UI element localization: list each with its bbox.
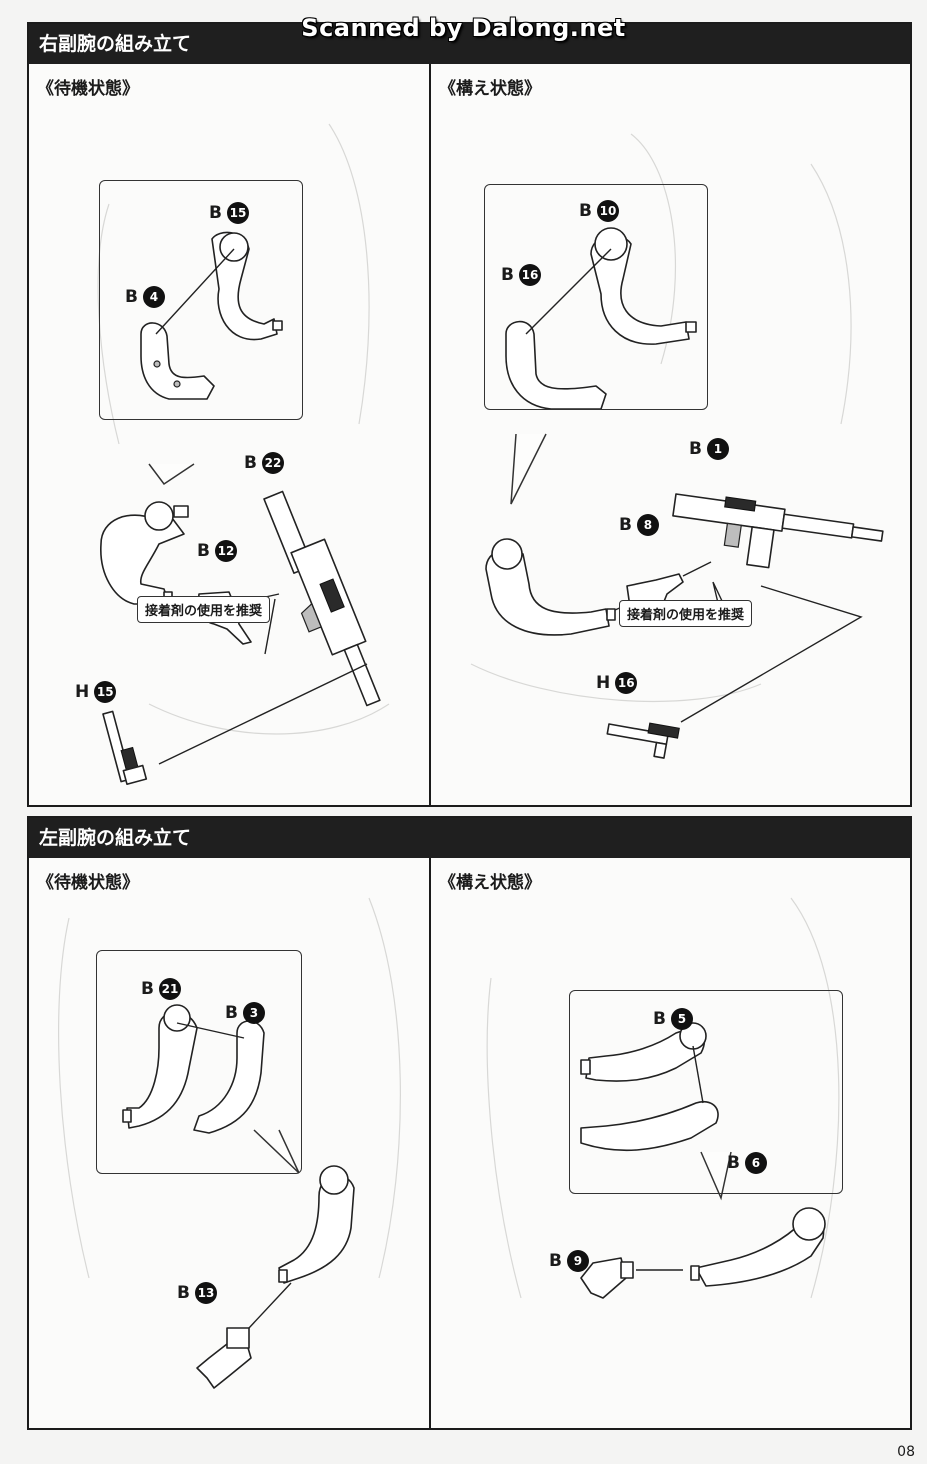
detail-inset <box>484 184 708 410</box>
section-title: 左副腕の組み立て <box>29 818 910 858</box>
standby-illustration <box>97 123 390 785</box>
ready-illustration <box>486 897 840 1299</box>
panel-title: 《構え状態》 <box>439 79 541 99</box>
ready-illustration <box>470 133 884 759</box>
standby-panel: 《待機状態》 <box>29 64 431 805</box>
panel-title: 《待機状態》 <box>37 79 139 99</box>
ready-panel: 《構え状態》 <box>431 64 910 805</box>
glue-recommended-note: 接着剤の使用を推奨 <box>619 600 753 627</box>
detail-inset <box>96 950 302 1174</box>
panel-title: 《待機状態》 <box>37 873 139 893</box>
detail-inset <box>99 180 303 420</box>
right-sub-arm-section: 右副腕の組み立て 《待機状態》 <box>27 22 912 807</box>
detail-inset <box>569 990 843 1194</box>
standby-illustration <box>57 897 401 1389</box>
section-title: 右副腕の組み立て <box>29 24 910 64</box>
glue-recommended-note: 接着剤の使用を推奨 <box>137 596 271 623</box>
page-number: 08 <box>897 1444 915 1460</box>
watermark: Scanned by Dalong.net <box>301 14 626 42</box>
panel-title: 《構え状態》 <box>439 873 541 893</box>
